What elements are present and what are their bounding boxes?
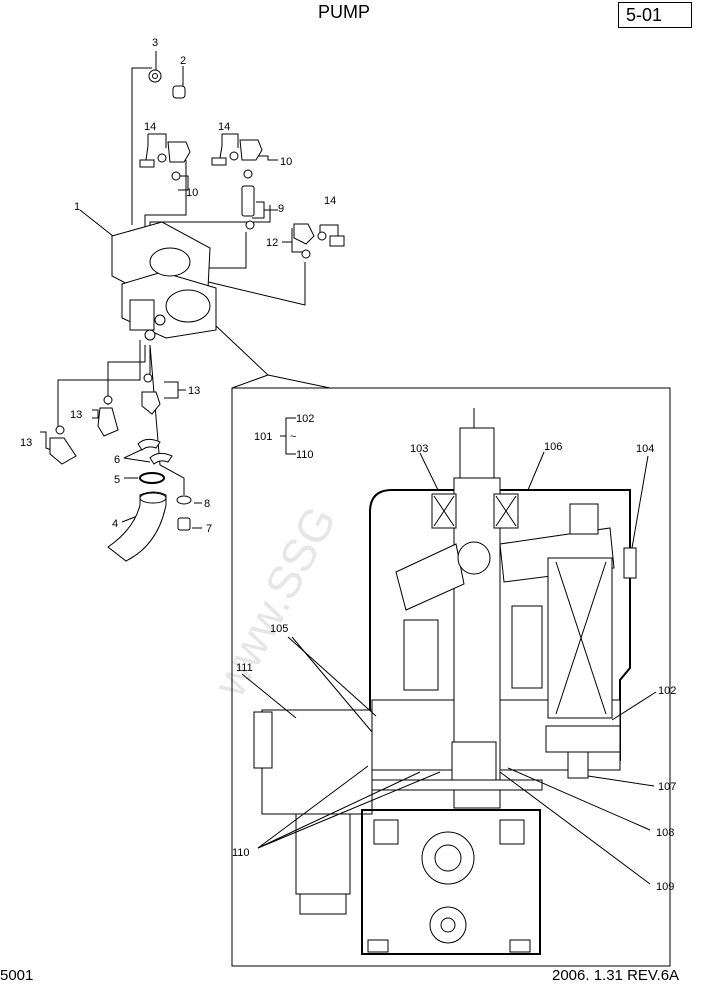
svg-text:106: 106 [544, 441, 562, 453]
fittings [49, 69, 345, 562]
svg-text:12: 12 [266, 237, 278, 249]
range-callout: 101 102 ~ 110 [254, 413, 314, 461]
svg-text:103: 103 [410, 443, 428, 455]
svg-text:102: 102 [658, 685, 676, 697]
svg-text:102: 102 [296, 413, 314, 425]
pump-assembly-small [111, 221, 217, 341]
svg-text:~: ~ [290, 431, 296, 443]
svg-text:107: 107 [658, 781, 676, 793]
svg-text:5: 5 [114, 474, 120, 486]
pump-section-body [253, 408, 637, 955]
svg-text:108: 108 [656, 827, 674, 839]
upper-callouts: 3 2 14 14 10 10 9 14 12 1 13 13 13 6 5 8… [20, 37, 336, 535]
svg-text:14: 14 [144, 121, 156, 133]
svg-text:105: 105 [270, 623, 288, 635]
svg-text:2: 2 [180, 55, 186, 67]
svg-text:10: 10 [186, 187, 198, 199]
section-leader-lines [241, 451, 657, 885]
watermark-text: www.SSG [202, 497, 346, 705]
revision-date: 2006. 1.31 REV.6A [552, 967, 680, 984]
svg-text:10: 10 [280, 156, 292, 168]
svg-text:13: 13 [188, 385, 200, 397]
svg-text:104: 104 [636, 443, 654, 455]
page-number: 5-01 [626, 5, 663, 25]
svg-text:3: 3 [152, 37, 158, 49]
svg-text:111: 111 [236, 662, 253, 674]
svg-text:13: 13 [70, 409, 82, 421]
svg-text:110: 110 [232, 847, 250, 859]
svg-text:6: 6 [114, 454, 120, 466]
page-title: PUMP [318, 2, 371, 22]
svg-text:14: 14 [218, 121, 230, 133]
page-number-box [618, 2, 692, 28]
svg-text:109: 109 [656, 881, 674, 893]
section-callouts: 103 106 104 105 111 102 107 108 110 109 [232, 441, 676, 893]
svg-text:9: 9 [278, 203, 284, 215]
svg-text:1: 1 [74, 201, 80, 213]
svg-text:14: 14 [324, 195, 336, 207]
svg-text:8: 8 [204, 498, 210, 510]
drawing-code: 5001 [0, 967, 34, 984]
svg-text:101: 101 [254, 431, 272, 443]
svg-text:110: 110 [296, 449, 314, 461]
svg-text:7: 7 [206, 523, 212, 535]
svg-text:4: 4 [112, 518, 118, 530]
section-view-frame [231, 387, 671, 967]
svg-text:13: 13 [20, 437, 32, 449]
